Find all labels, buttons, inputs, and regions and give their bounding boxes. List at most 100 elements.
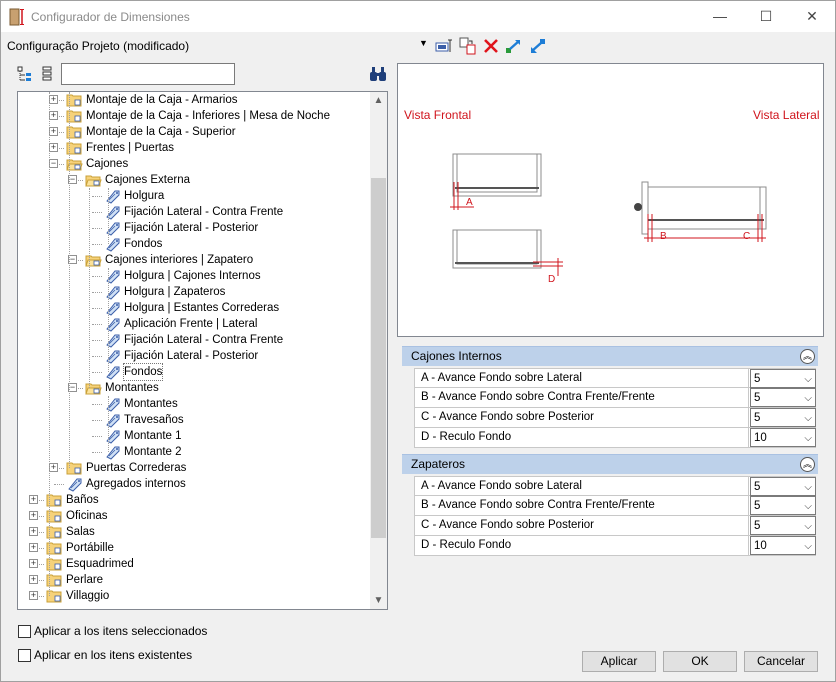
apply-existing-checkbox[interactable] (18, 649, 31, 662)
property-row: A - Avance Fondo sobre Lateral 5⌵ (414, 476, 816, 496)
tree-node[interactable]: Holgura | Estantes Correderas (18, 300, 368, 316)
tree-node[interactable]: Holgura | Cajones Internos (18, 268, 368, 284)
scroll-up-button[interactable]: ▲ (373, 95, 384, 106)
tree-node[interactable]: −Cajones (18, 156, 368, 172)
property-value-dropdown[interactable]: 5⌵ (750, 477, 816, 496)
expand-icon[interactable]: + (29, 510, 38, 520)
collapse-tree-icon[interactable] (39, 66, 55, 82)
expand-icon[interactable]: + (29, 574, 38, 584)
expand-icon[interactable]: + (49, 126, 58, 136)
tree-node[interactable]: +Portábille (18, 540, 368, 556)
tree-node[interactable]: Holgura (18, 188, 368, 204)
property-value-dropdown[interactable]: 5⌵ (750, 496, 816, 515)
tree-node[interactable]: −Montantes (18, 380, 368, 396)
tree-node[interactable]: +Montaje de la Caja - Armarios (18, 92, 368, 108)
cancel-button[interactable]: Cancelar (744, 651, 818, 672)
tree-node[interactable]: Fijación Lateral - Contra Frente (18, 332, 368, 348)
collapse-icon[interactable]: ︽ (800, 457, 815, 472)
property-value-dropdown[interactable]: 5⌵ (750, 516, 816, 535)
tree-node[interactable]: Fijación Lateral - Posterior (18, 348, 368, 364)
property-value-dropdown[interactable]: 5⌵ (750, 369, 816, 388)
tree-search-input[interactable] (61, 63, 235, 85)
group-header-cajones-internos[interactable]: Cajones Internos ︽ (402, 346, 818, 366)
tree-node[interactable]: Montante 2 (18, 444, 368, 460)
close-button[interactable]: ✕ (806, 8, 818, 24)
tree-node[interactable]: Agregados internos (18, 476, 368, 492)
collapse-icon[interactable]: ︽ (800, 349, 815, 364)
tree-node[interactable]: Fijación Lateral - Posterior (18, 220, 368, 236)
collapse-node-icon[interactable]: − (68, 382, 77, 392)
expand-icon[interactable]: + (29, 590, 38, 600)
marker-b-label: B (660, 231, 667, 242)
tree-node[interactable]: Fondos (18, 363, 368, 381)
tree-node[interactable]: +Montaje de la Caja - Superior (18, 124, 368, 140)
delete-icon[interactable] (482, 37, 500, 55)
scroll-thumb[interactable] (371, 178, 386, 538)
binoculars-icon[interactable] (369, 66, 387, 82)
tree-connector (92, 324, 102, 325)
collapse-node-icon[interactable]: − (68, 174, 77, 184)
apply-dimensions-icon[interactable] (435, 37, 453, 55)
chevron-down-icon: ⌵ (804, 482, 812, 493)
tree-connector (92, 212, 102, 213)
tag-icon (104, 444, 121, 460)
maximize-button[interactable]: ☐ (759, 8, 773, 24)
tree-node[interactable]: +Esquadrimed (18, 556, 368, 572)
tree-node-label: Montante 1 (124, 430, 182, 442)
folder-open-icon (85, 252, 102, 268)
project-config-label[interactable]: Configuração Projeto (modificado) (7, 39, 190, 53)
tree-node[interactable]: +Oficinas (18, 508, 368, 524)
expand-icon[interactable]: + (29, 558, 38, 568)
tree-node[interactable]: Fijación Lateral - Contra Frente (18, 204, 368, 220)
collapse-node-icon[interactable]: − (49, 158, 58, 168)
import-icon[interactable] (529, 37, 547, 55)
copy-config-icon[interactable] (459, 37, 477, 55)
tree-node[interactable]: +Puertas Correderas (18, 460, 368, 476)
expand-icon[interactable]: + (49, 94, 58, 104)
expand-tree-icon[interactable] (17, 66, 33, 82)
scroll-down-button[interactable]: ▼ (373, 595, 384, 606)
tree-node[interactable]: +Baños (18, 492, 368, 508)
expand-icon[interactable]: + (29, 542, 38, 552)
expand-icon[interactable]: + (29, 526, 38, 536)
apply-button[interactable]: Aplicar (582, 651, 656, 672)
tree-node[interactable]: Fondos (18, 236, 368, 252)
expand-icon[interactable]: + (49, 110, 58, 120)
tree-node[interactable]: Aplicación Frente | Lateral (18, 316, 368, 332)
tag-icon (104, 188, 121, 204)
tree-node[interactable]: +Villaggio (18, 588, 368, 604)
apply-existing-label[interactable]: Aplicar en los itens existentes (34, 648, 193, 662)
expand-icon[interactable]: + (49, 462, 58, 472)
export-icon[interactable] (505, 37, 523, 55)
property-value-dropdown[interactable]: 10⌵ (750, 536, 816, 555)
window-title: Configurador de Dimensiones (31, 10, 190, 24)
collapse-node-icon[interactable]: − (68, 254, 77, 264)
tree-node[interactable]: Holgura | Zapateros (18, 284, 368, 300)
property-value: 5 (754, 500, 761, 512)
apply-selected-checkbox[interactable] (18, 625, 31, 638)
folder-icon (46, 572, 63, 588)
project-dropdown-arrow[interactable]: ▼ (419, 38, 428, 48)
tree-node[interactable]: +Perlare (18, 572, 368, 588)
tree-node-label: Cajones interiores | Zapatero (105, 254, 254, 266)
tree-node[interactable]: −Cajones Externa (18, 172, 368, 188)
expand-icon[interactable]: + (29, 494, 38, 504)
apply-selected-label[interactable]: Aplicar a los itens seleccionados (34, 624, 208, 638)
tree-node[interactable]: Montantes (18, 396, 368, 412)
tree-node[interactable]: Montante 1 (18, 428, 368, 444)
tree-node[interactable]: − Cajones interiores | Zapatero (18, 252, 368, 268)
property-value-dropdown[interactable]: 5⌵ (750, 388, 816, 407)
property-value-dropdown[interactable]: 5⌵ (750, 408, 816, 427)
tree-node[interactable]: +Frentes | Puertas (18, 140, 368, 156)
tree-node[interactable]: +Montaje de la Caja - Inferiores | Mesa … (18, 108, 368, 124)
minimize-button[interactable]: — (713, 8, 727, 24)
tree-vertical-scrollbar[interactable]: ▲ ▼ (370, 92, 387, 609)
property-value-dropdown[interactable]: 10⌵ (750, 428, 816, 447)
tree-node[interactable]: Travesaños (18, 412, 368, 428)
expand-icon[interactable]: + (49, 142, 58, 152)
group-header-zapateros[interactable]: Zapateros ︽ (402, 454, 818, 474)
ok-button[interactable]: OK (663, 651, 737, 672)
tree-node[interactable]: +Salas (18, 524, 368, 540)
category-tree[interactable]: +Montaje de la Caja - Armarios+Montaje d… (17, 91, 388, 610)
property-label: C - Avance Fondo sobre Posterior (415, 408, 749, 427)
